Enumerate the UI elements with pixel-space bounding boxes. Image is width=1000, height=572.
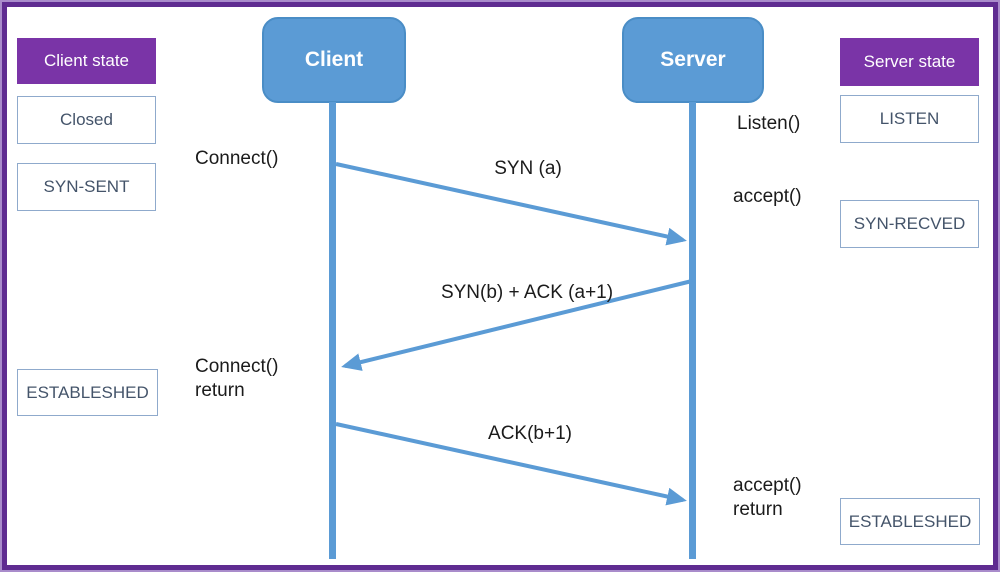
call-label-accept: accept() xyxy=(733,186,802,207)
message-label-ack: ACK(b+1) xyxy=(488,423,572,444)
server-lifeline xyxy=(689,102,696,559)
client-lifeline xyxy=(329,102,336,559)
call-label-accept-return-line1: accept() xyxy=(733,475,802,496)
message-label-syn: SYN (a) xyxy=(494,158,562,179)
server-actor-box: Server xyxy=(622,17,764,103)
server-state-established: ESTABLESHED xyxy=(840,498,980,545)
server-state-syn-recved: SYN-RECVED xyxy=(840,200,979,248)
call-label-connect-return-line2: return xyxy=(195,380,245,401)
server-state-header: Server state xyxy=(840,38,979,86)
call-label-connect-return-line1: Connect() xyxy=(195,356,279,377)
client-state-established: ESTABLESHED xyxy=(17,369,158,416)
call-label-accept-return: accept() return xyxy=(733,474,802,522)
client-state-header: Client state xyxy=(17,38,156,84)
client-state-syn-sent: SYN-SENT xyxy=(17,163,156,211)
client-state-closed: Closed xyxy=(17,96,156,144)
call-label-connect: Connect() xyxy=(195,148,279,169)
server-state-listen: LISTEN xyxy=(840,95,979,143)
client-actor-box: Client xyxy=(262,17,406,103)
message-label-syn-ack: SYN(b) + ACK (a+1) xyxy=(440,282,614,303)
call-label-listen: Listen() xyxy=(737,113,801,134)
call-label-accept-return-line2: return xyxy=(733,499,783,520)
call-label-connect-return: Connect() return xyxy=(195,355,278,403)
